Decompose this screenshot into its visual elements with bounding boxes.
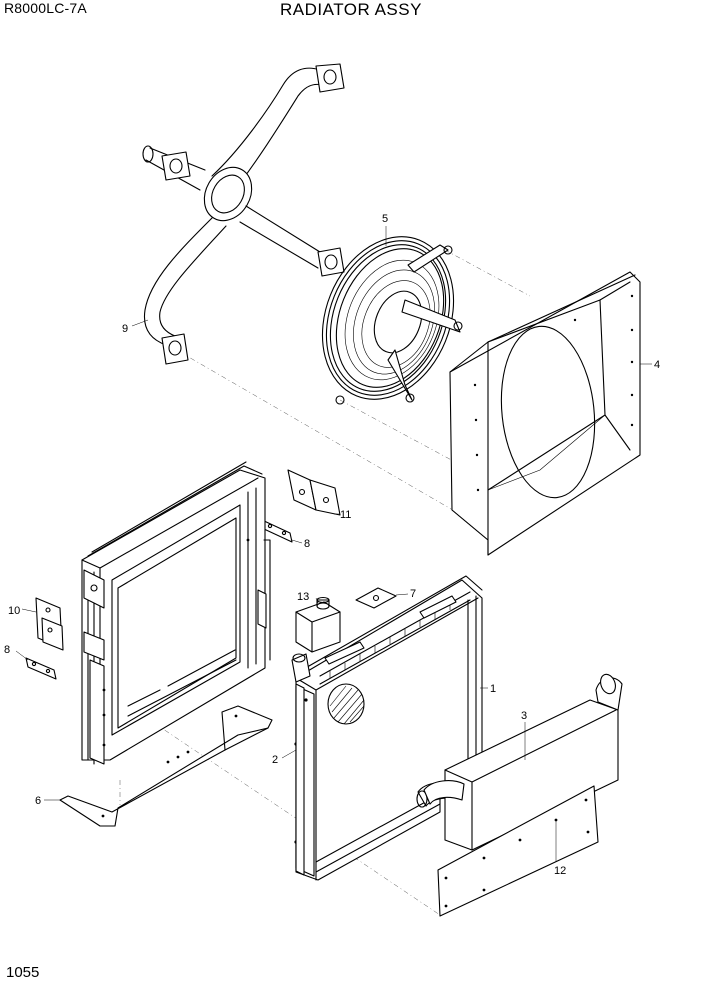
leader-lines xyxy=(15,226,652,862)
part-4-shroud xyxy=(449,271,641,556)
callout-5: 5 xyxy=(382,213,388,225)
shroud-bolt-holes xyxy=(473,294,634,492)
page-title: RADIATOR ASSY xyxy=(280,0,422,19)
callout-6: 6 xyxy=(35,795,41,807)
part-11-bracket xyxy=(287,469,341,516)
part-7-cover-plate xyxy=(355,587,397,609)
part-10-plate xyxy=(35,597,64,651)
model-code: R8000LC-7A xyxy=(4,0,87,16)
part-8-strip-upper xyxy=(261,519,293,543)
part-8-strip-lower xyxy=(25,657,57,680)
callout-2: 2 xyxy=(272,754,278,766)
part-6-base-plate xyxy=(59,705,273,827)
callout-1: 1 xyxy=(490,683,496,695)
callout-10: 10 xyxy=(8,605,20,617)
top-tank-fins xyxy=(329,603,451,678)
callout-4: 4 xyxy=(654,359,660,371)
callout-9: 9 xyxy=(122,323,128,335)
callout-13: 13 xyxy=(297,591,309,603)
flange xyxy=(161,151,191,181)
part-3-cooler xyxy=(423,673,623,851)
flange xyxy=(315,63,345,93)
callout-12: 12 xyxy=(554,865,566,877)
callout-8-upper: 8 xyxy=(304,538,310,550)
flange xyxy=(317,247,345,277)
callout-3: 3 xyxy=(521,710,527,722)
callout-7: 7 xyxy=(410,588,416,600)
page-number: 1055 xyxy=(6,964,40,981)
part-9-duct-pipe xyxy=(142,63,345,365)
flange xyxy=(161,333,189,365)
callout-labels: 1 2 3 4 5 6 7 8 8 9 10 11 12 13 xyxy=(4,213,660,877)
grille-hatching xyxy=(329,685,365,725)
left-frame xyxy=(81,461,271,765)
callout-11: 11 xyxy=(340,509,351,521)
part-2-side-rail xyxy=(295,683,305,876)
part-13-expansion-tank xyxy=(295,596,341,653)
part-5-fan-guard xyxy=(321,236,463,405)
callout-8-lower: 8 xyxy=(4,644,10,656)
